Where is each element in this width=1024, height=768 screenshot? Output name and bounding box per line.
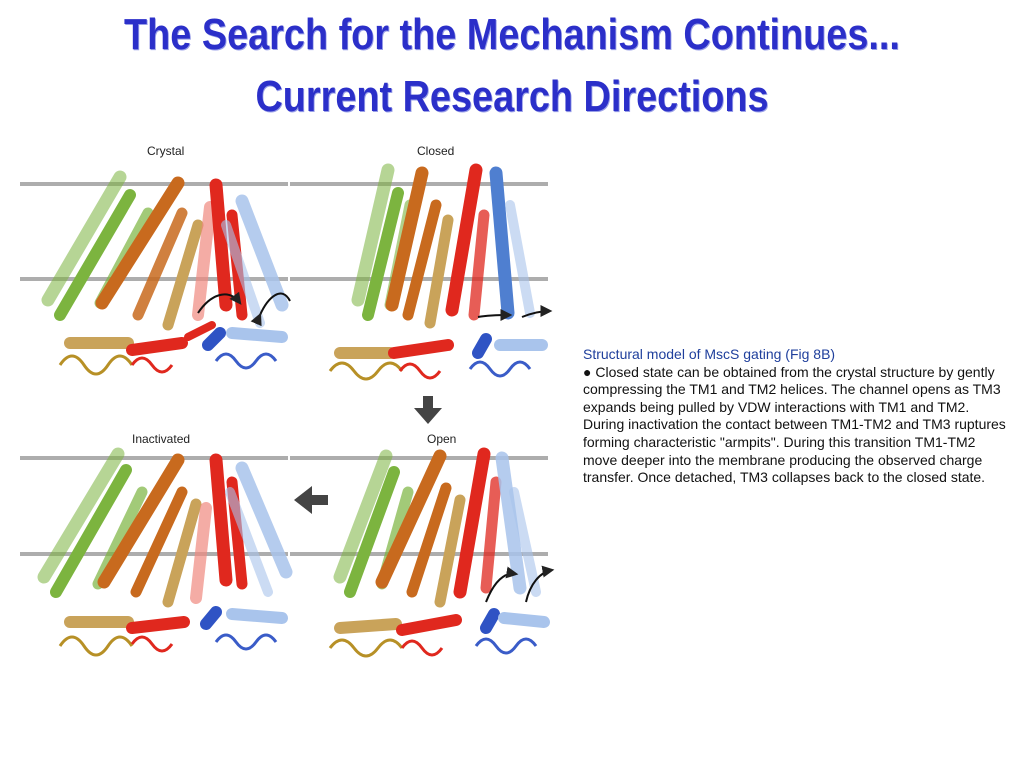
caption-body: Closed state can be obtained from the cr… — [583, 363, 1006, 486]
cytoplasmic-domain — [328, 333, 548, 381]
helix-bundle — [351, 163, 553, 329]
caption-paragraph: ● Closed state can be obtained from the … — [583, 364, 1013, 487]
slide-title-line2: Current Research Directions — [255, 72, 769, 121]
figure-caption: Structural model of MscS gating (Fig 8B)… — [583, 346, 1013, 487]
panel-label-crystal: Crystal — [147, 144, 185, 158]
protein-structure-panels — [20, 163, 555, 658]
helix-bundle — [37, 447, 293, 608]
helix-bundle — [41, 170, 291, 331]
cytoplasmic-domain — [58, 321, 288, 376]
panel-label-open: Open — [427, 432, 457, 446]
membrane-line-top — [20, 182, 288, 186]
panel-inactivated — [20, 447, 293, 657]
cytoplasmic-domain — [328, 608, 550, 658]
slide-title-line1: The Search for the Mechanism Continues..… — [124, 10, 900, 59]
membrane-line-top — [290, 456, 548, 460]
panel-label-inactivated: Inactivated — [132, 432, 191, 446]
panel-crystal — [20, 170, 291, 376]
gating-model-figure: Crystal Closed Inactivated Open — [0, 140, 570, 670]
arrow-down-icon — [414, 396, 442, 424]
panel-label-closed: Closed — [417, 144, 455, 158]
helix-bundle — [333, 447, 555, 608]
membrane-line-top — [20, 456, 288, 460]
panel-closed — [290, 163, 553, 381]
caption-heading: Structural model of MscS gating (Fig 8B) — [583, 346, 836, 362]
cytoplasmic-domain — [58, 606, 288, 657]
panel-open — [290, 447, 555, 658]
bullet-icon: ● — [583, 363, 592, 380]
arrow-left-icon — [294, 486, 328, 514]
